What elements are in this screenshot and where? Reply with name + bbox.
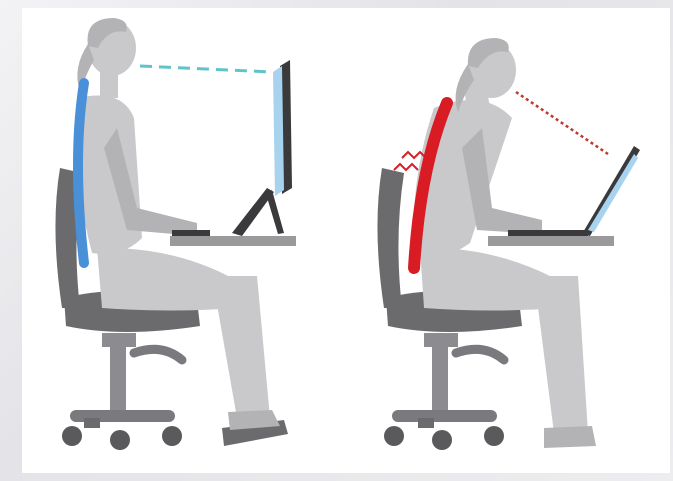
illustration-panel — [22, 8, 670, 473]
desk-right — [488, 230, 614, 246]
sightline-good — [140, 66, 272, 72]
laptop-on-stand — [232, 60, 292, 236]
laptop-screen-bad — [588, 154, 638, 232]
sightline-bad — [516, 92, 608, 154]
laptop-flat — [582, 146, 640, 236]
bad-posture-figure — [377, 38, 640, 450]
posture-illustration — [22, 8, 670, 473]
good-posture-figure — [55, 18, 296, 450]
